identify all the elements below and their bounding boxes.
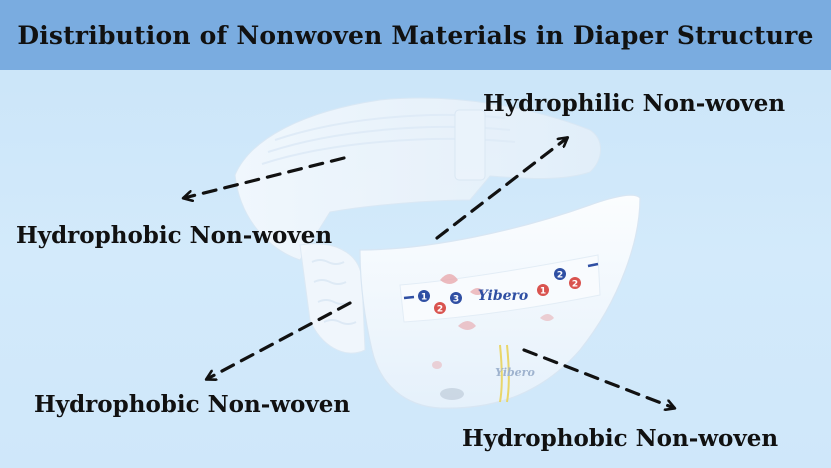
diaper-front-body <box>359 194 641 409</box>
print-number-1: 1 <box>418 290 430 303</box>
arrow-to-hydrophilic <box>435 138 567 240</box>
label-hydrophobic-bottom-right: Hydrophobic Non-woven <box>462 425 779 452</box>
print-number-text: 3 <box>453 295 459 305</box>
diagram-title: Distribution of Nonwoven Materials in Di… <box>17 20 814 50</box>
print-number-6: 2 <box>569 277 581 290</box>
print-number-3: 3 <box>450 292 462 305</box>
print-number-text: 2 <box>437 305 443 315</box>
print-number-text: 2 <box>557 271 563 281</box>
arrow-to-bottom-right-hydrophobic <box>522 348 674 408</box>
print-number-4: 1 <box>537 284 549 297</box>
diaper-left-side <box>299 243 366 354</box>
title-bar: Distribution of Nonwoven Materials in Di… <box>0 0 831 70</box>
diaper-back-wings <box>234 97 601 261</box>
print-number-5: 2 <box>554 268 566 281</box>
print-number-text: 2 <box>572 280 578 290</box>
print-number-2: 2 <box>434 302 446 315</box>
print-number-text: 1 <box>540 287 546 297</box>
print-number-text: 1 <box>421 293 427 303</box>
label-hydrophobic-left: Hydrophobic Non-woven <box>16 222 333 249</box>
arrow-to-left-hydrophobic <box>184 156 346 198</box>
brand-print-lower: Yibero <box>495 366 535 379</box>
label-hydrophobic-bottom-left: Hydrophobic Non-woven <box>34 391 351 418</box>
brand-print: Yibero <box>478 288 528 304</box>
arrow-to-bottom-left-hydrophobic <box>207 301 352 379</box>
label-hydrophilic-top-right: Hydrophilic Non-woven <box>483 90 786 117</box>
